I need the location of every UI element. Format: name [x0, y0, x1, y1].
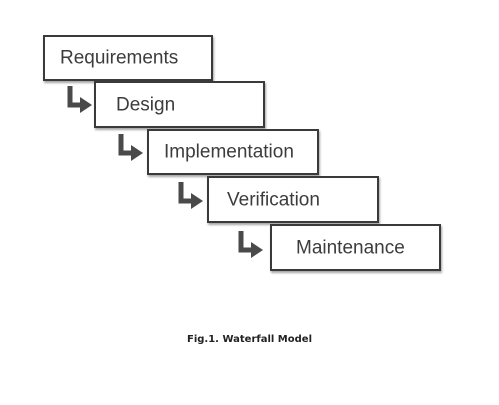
turn-down-right-arrow-icon	[67, 86, 92, 113]
stage-requirements: Requirements	[43, 35, 213, 81]
turn-down-right-arrow-icon	[178, 182, 203, 209]
stage-implementation: Implementation	[147, 129, 319, 175]
stage-label: Verification	[227, 189, 320, 210]
stage-label: Maintenance	[296, 237, 405, 258]
figure-caption: Fig.1. Waterfall Model	[187, 334, 312, 345]
stage-design: Design	[94, 81, 265, 128]
stage-verification: Verification	[207, 176, 379, 223]
stage-label: Implementation	[164, 141, 294, 163]
turn-down-right-arrow-icon	[118, 134, 143, 161]
stage-maintenance: Maintenance	[270, 224, 441, 271]
stage-label: Design	[116, 94, 176, 115]
stage-label: Requirements	[60, 47, 179, 69]
turn-down-right-arrow-icon	[238, 231, 263, 258]
